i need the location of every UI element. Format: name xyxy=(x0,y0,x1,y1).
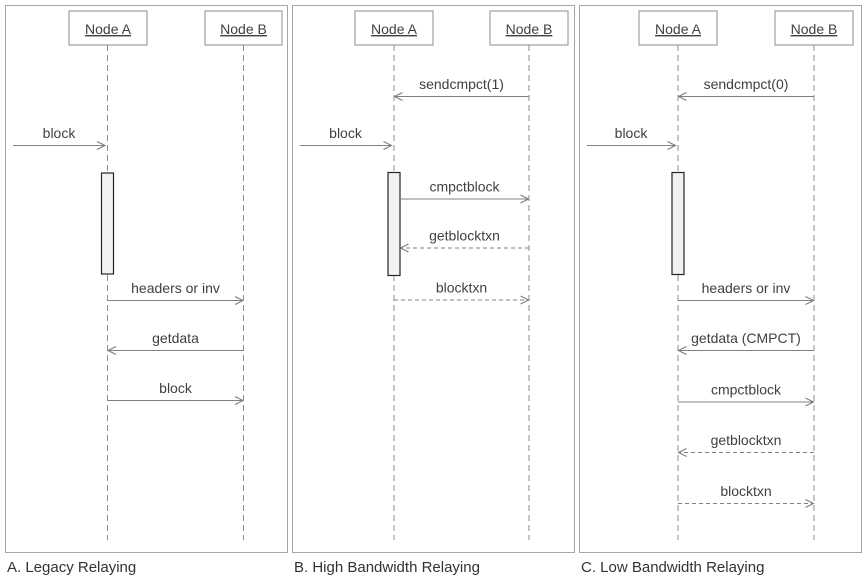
message-block-relay: block xyxy=(107,380,244,401)
message-label: getdata (CMPCT) xyxy=(691,330,801,346)
panel-legacy-relaying: Node A Node B block headers or inv getda… xyxy=(5,5,288,576)
message-label: headers or inv xyxy=(131,280,220,296)
message-label: block xyxy=(615,125,649,141)
message-label: blocktxn xyxy=(720,483,771,499)
message-blocktxn: blocktxn xyxy=(394,280,529,301)
message-label: sendcmpct(0) xyxy=(704,76,789,92)
actor-box-node-a xyxy=(354,10,434,46)
message-getdata-cmpct: getdata (CMPCT) xyxy=(679,330,814,351)
actor-box-node-a xyxy=(638,10,718,46)
message-label: block xyxy=(43,125,77,141)
message-blocktxn: blocktxn xyxy=(678,483,814,504)
activation-bar-node-a xyxy=(671,171,685,276)
actor-label-node-b: Node B xyxy=(791,21,838,37)
message-sendcmpct-1: sendcmpct(1) xyxy=(395,76,529,97)
message-label: cmpctblock xyxy=(429,179,500,195)
message-label: block xyxy=(329,125,363,141)
message-label: block xyxy=(159,380,193,396)
panel-frame xyxy=(579,5,862,553)
message-headers-or-inv: headers or inv xyxy=(107,280,244,301)
message-label: getblocktxn xyxy=(711,432,782,448)
panel-caption: C. Low Bandwidth Relaying xyxy=(581,559,764,576)
message-block-incoming: block xyxy=(300,125,392,146)
message-getblocktxn: getblocktxn xyxy=(679,432,814,453)
actor-label-node-a: Node A xyxy=(371,21,418,37)
message-block-incoming: block xyxy=(587,125,676,146)
panel-frame xyxy=(292,5,575,553)
message-getblocktxn: getblocktxn xyxy=(401,228,529,249)
message-label: headers or inv xyxy=(702,280,791,296)
actor-box-node-b xyxy=(204,10,283,46)
actor-label-node-b: Node B xyxy=(506,21,553,37)
message-cmpctblock: cmpctblock xyxy=(678,382,814,403)
panel-low-bandwidth-relaying: Node A Node B sendcmpct(0) block headers… xyxy=(579,5,862,576)
message-sendcmpct-0: sendcmpct(0) xyxy=(679,76,814,97)
actor-box-node-b xyxy=(774,10,854,46)
panel-high-bandwidth-relaying: Node A Node B sendcmpct(1) block cmpctbl… xyxy=(292,5,575,576)
message-label: getblocktxn xyxy=(429,228,500,244)
activation-bar-node-a xyxy=(100,172,115,275)
actor-box-node-b xyxy=(489,10,569,46)
message-label: blocktxn xyxy=(436,280,487,296)
panel-caption: A. Legacy Relaying xyxy=(7,559,136,576)
actor-label-node-b: Node B xyxy=(220,21,267,37)
message-getdata: getdata xyxy=(108,330,244,351)
message-label: cmpctblock xyxy=(711,382,782,398)
message-label: getdata xyxy=(152,330,199,346)
panel-caption: B. High Bandwidth Relaying xyxy=(294,559,480,576)
panel-frame xyxy=(5,5,288,553)
activation-bar-node-a xyxy=(387,171,401,277)
message-cmpctblock: cmpctblock xyxy=(400,179,529,200)
actor-label-node-a: Node A xyxy=(655,21,702,37)
message-headers-or-inv: headers or inv xyxy=(678,280,814,301)
actor-label-node-a: Node A xyxy=(85,21,132,37)
message-label: sendcmpct(1) xyxy=(419,76,504,92)
actor-box-node-a xyxy=(68,10,148,46)
message-block-incoming: block xyxy=(13,125,105,146)
